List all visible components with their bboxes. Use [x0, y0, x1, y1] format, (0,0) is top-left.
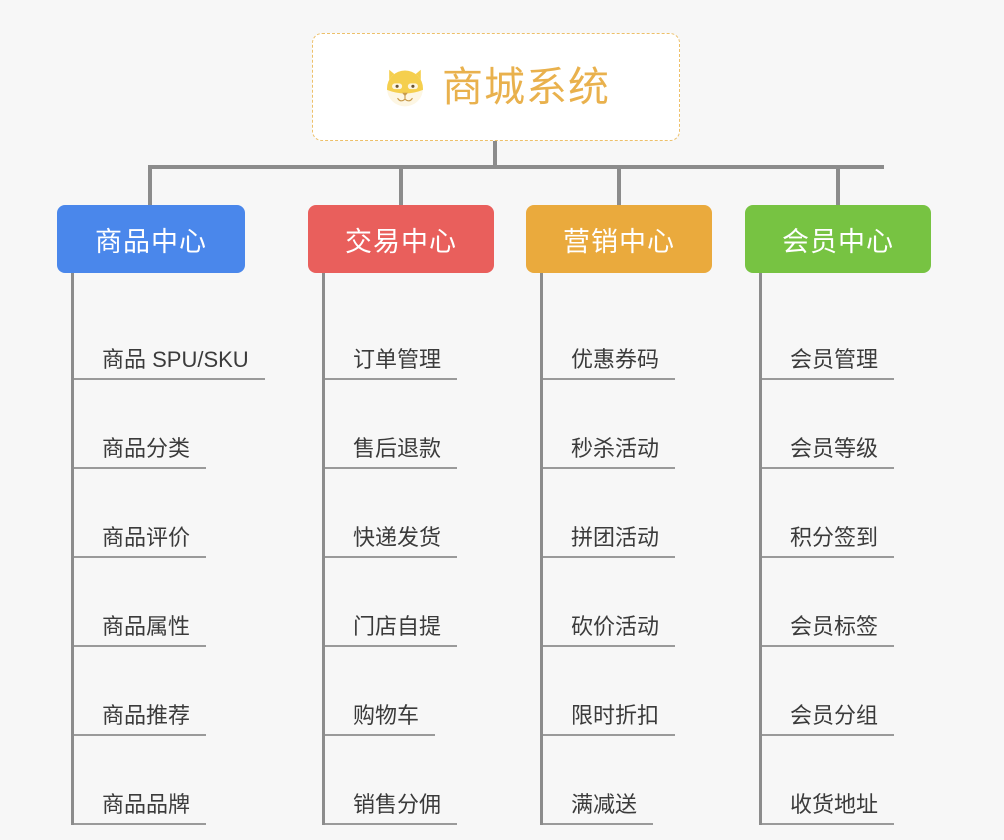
category-column-4: 会员中心 会员管理 会员等级 积分签到 会员标签 会员分组 收货地址: [745, 205, 931, 825]
list-item[interactable]: 商品品牌: [57, 736, 245, 825]
list-item[interactable]: 商品分类: [57, 380, 245, 469]
list-item[interactable]: 商品推荐: [57, 647, 245, 736]
category-header-1-label: 商品中心: [95, 226, 207, 257]
leaf-label: 快递发货: [325, 525, 458, 558]
leaf-label: 满减送: [543, 792, 654, 825]
connector-drop-1: [148, 165, 152, 205]
connector-horizontal-bus: [148, 165, 884, 169]
list-item[interactable]: 订单管理: [308, 291, 494, 380]
list-item[interactable]: 满减送: [526, 736, 712, 825]
leaf-label: 会员管理: [762, 347, 895, 380]
category-header-4-label: 会员中心: [782, 226, 894, 257]
leaf-label: 会员等级: [762, 436, 895, 469]
list-item[interactable]: 商品评价: [57, 469, 245, 558]
branch-2: 订单管理 售后退款 快递发货 门店自提 购物车 销售分佣: [308, 273, 494, 825]
leaf-label: 商品 SPU/SKU: [74, 347, 265, 380]
root-node[interactable]: 商城系统: [312, 33, 680, 141]
leaf-label: 商品推荐: [74, 703, 207, 736]
list-item[interactable]: 秒杀活动: [526, 380, 712, 469]
connector-root-stem: [493, 141, 497, 167]
category-header-2-label: 交易中心: [345, 226, 457, 257]
category-header-4[interactable]: 会员中心: [745, 205, 931, 273]
list-item[interactable]: 收货地址: [745, 736, 931, 825]
category-header-3[interactable]: 营销中心: [526, 205, 712, 273]
leaf-label: 商品品牌: [74, 792, 207, 825]
list-item[interactable]: 限时折扣: [526, 647, 712, 736]
list-item[interactable]: 拼团活动: [526, 469, 712, 558]
list-item[interactable]: 会员管理: [745, 291, 931, 380]
list-item[interactable]: 购物车: [308, 647, 494, 736]
connector-drop-3: [617, 165, 621, 205]
list-item[interactable]: 会员分组: [745, 647, 931, 736]
list-item[interactable]: 会员等级: [745, 380, 931, 469]
root-title: 商城系统: [442, 63, 610, 110]
leaf-label: 会员标签: [762, 614, 895, 647]
branch-3: 优惠券码 秒杀活动 拼团活动 砍价活动 限时折扣 满减送: [526, 273, 712, 825]
leaf-label: 秒杀活动: [543, 436, 676, 469]
leaf-label: 销售分佣: [325, 792, 458, 825]
list-item[interactable]: 快递发货: [308, 469, 494, 558]
list-item[interactable]: 砍价活动: [526, 558, 712, 647]
leaf-label: 收货地址: [762, 792, 895, 825]
leaf-label: 门店自提: [325, 614, 458, 647]
connector-drop-2: [399, 165, 403, 205]
category-header-1[interactable]: 商品中心: [57, 205, 245, 273]
connector-drop-4: [836, 165, 840, 205]
list-item[interactable]: 销售分佣: [308, 736, 494, 825]
category-header-2[interactable]: 交易中心: [308, 205, 494, 273]
list-item[interactable]: 门店自提: [308, 558, 494, 647]
list-item[interactable]: 积分签到: [745, 469, 931, 558]
leaf-label: 订单管理: [325, 347, 458, 380]
leaf-label: 砍价活动: [543, 614, 676, 647]
shiba-dog-face-icon: [387, 69, 423, 107]
category-column-3: 营销中心 优惠券码 秒杀活动 拼团活动 砍价活动 限时折扣 满减送: [526, 205, 712, 825]
leaf-label: 会员分组: [762, 703, 895, 736]
leaf-label: 购物车: [325, 703, 436, 736]
leaf-label: 优惠券码: [543, 347, 676, 380]
leaf-label: 售后退款: [325, 436, 458, 469]
category-column-2: 交易中心 订单管理 售后退款 快递发货 门店自提 购物车 销售分佣: [308, 205, 494, 825]
leaf-label: 商品评价: [74, 525, 207, 558]
leaf-label: 商品分类: [74, 436, 207, 469]
leaf-label: 限时折扣: [543, 703, 676, 736]
category-header-3-label: 营销中心: [563, 226, 675, 257]
branch-1: 商品 SPU/SKU 商品分类 商品评价 商品属性 商品推荐 商品品牌: [57, 273, 265, 825]
leaf-label: 拼团活动: [543, 525, 676, 558]
list-item[interactable]: 优惠券码: [526, 291, 712, 380]
leaf-label: 积分签到: [762, 525, 895, 558]
category-column-1: 商品中心 商品 SPU/SKU 商品分类 商品评价 商品属性 商品推荐 商品品牌: [57, 205, 265, 825]
list-item[interactable]: 商品属性: [57, 558, 245, 647]
branch-4: 会员管理 会员等级 积分签到 会员标签 会员分组 收货地址: [745, 273, 931, 825]
list-item[interactable]: 商品 SPU/SKU: [57, 291, 265, 380]
leaf-label: 商品属性: [74, 614, 207, 647]
list-item[interactable]: 会员标签: [745, 558, 931, 647]
list-item[interactable]: 售后退款: [308, 380, 494, 469]
